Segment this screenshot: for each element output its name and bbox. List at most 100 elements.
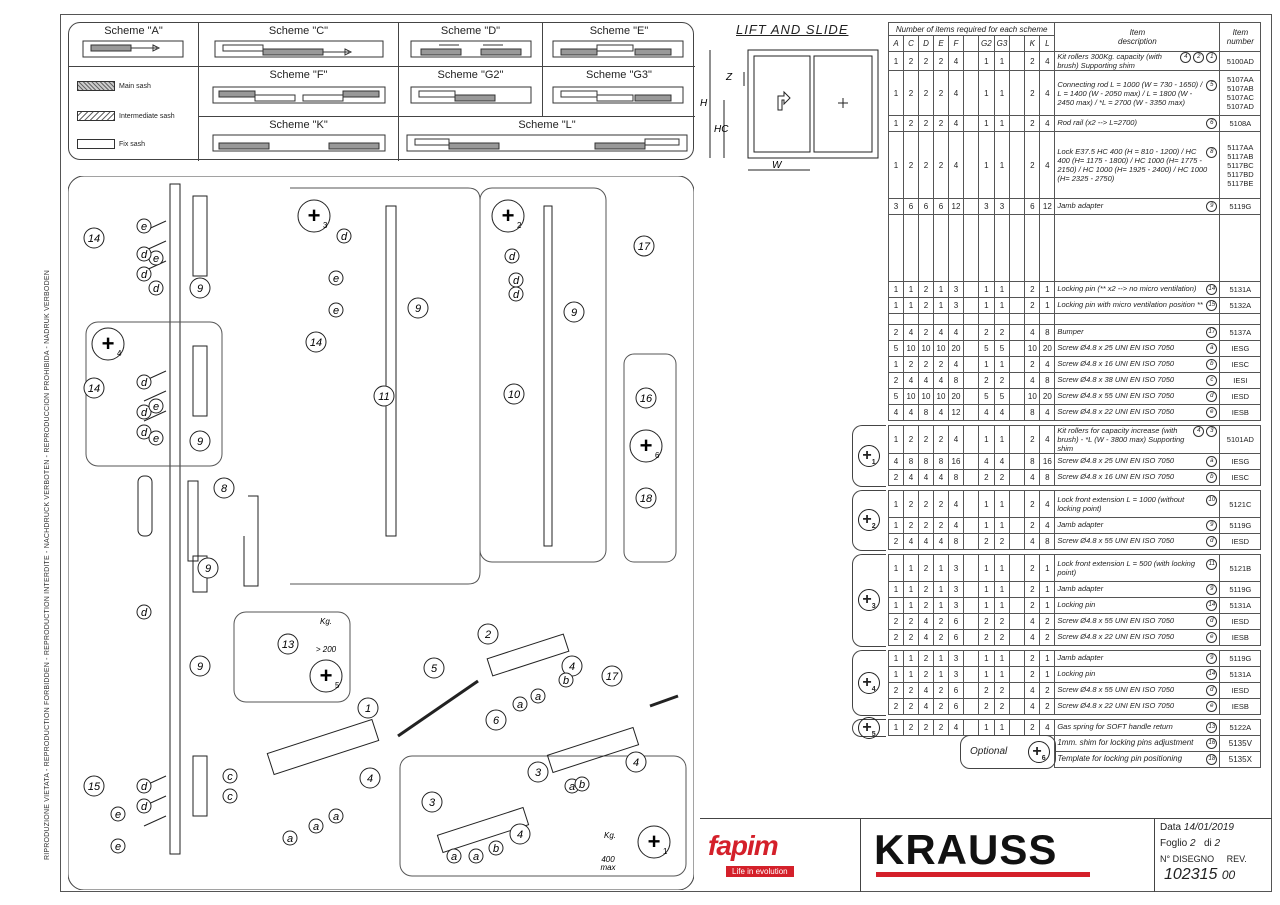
item-ref-icon: d [1206,616,1218,627]
callout-label: > 200 [316,645,337,654]
item-ref-icon: 4 [1193,426,1205,437]
item-ref-icon: 17 [1206,327,1218,338]
item-number: 5137A [1219,324,1262,341]
callout-circle-icon [527,761,549,783]
callout-label: 4 [569,661,575,673]
callout-label: 17 [606,671,619,683]
option-tag-icon [629,429,663,463]
callout-label: a [333,811,339,823]
group-box [852,553,886,647]
callout-label: 14 [310,337,322,349]
scheme-f: Scheme "F" [199,67,399,117]
callout-label: e [333,305,339,317]
callout-circle-icon [136,266,152,282]
krauss-logo: KRAUSS [874,826,1058,873]
item-ref-icon: a [1206,343,1218,354]
col-header: C [903,35,919,52]
optional-box [960,734,1056,769]
callout-circle-icon [421,791,443,813]
item-number: 5119G [1219,581,1262,598]
callout-circle-icon [601,665,623,687]
option-tag-icon [91,327,125,361]
callout-label: b [563,675,569,687]
callout-label: e [115,841,121,853]
callout-circle-icon [282,830,298,846]
drawing-number: 102315 00 [1164,866,1236,883]
callout-circle-icon [197,557,219,579]
scheme-l-icon [406,134,688,152]
col-header [963,35,979,52]
callout-label: d [141,801,148,813]
col-header: K [1024,35,1041,52]
callout-label: 6 [493,715,500,727]
callout-label: d [141,607,148,619]
col-header: L [1039,35,1056,52]
scheme-legend: Main sash Intermediate sash Fix sash [69,67,199,161]
callout-label: 9 [197,283,203,295]
scheme-f-icon [212,86,386,104]
callout-label: 4 [517,829,523,841]
item-number: IESC [1219,469,1262,486]
callout-label: e [153,253,159,265]
callout-circle-icon [83,377,105,399]
col-header: G3 [993,35,1011,52]
callout-circle-icon [222,768,238,784]
title-block [700,818,1272,893]
callout-label: e [115,809,121,821]
date-field: Data 14/01/2019 [1160,822,1234,833]
callout-circle-icon [468,848,484,864]
callout-label: a [451,851,457,863]
item-ref-icon: a [1206,456,1218,467]
callout-label: d [509,251,516,263]
item-number: 5100AD [1219,51,1262,71]
intermediate-sash-swatch [77,111,115,121]
callout-circle-icon [357,697,379,719]
option-tag-icon [491,199,525,233]
callout-circle-icon [213,477,235,499]
callout-label: Kg. [604,831,616,840]
callout-label: e [153,401,159,413]
callout-circle-icon [222,788,238,804]
item-ref-icon: 10 [1206,495,1218,506]
callout-label: d [141,427,148,439]
callout-label: d [141,249,148,261]
item-number: IESD [1219,388,1262,405]
item-number: 5121C [1219,490,1262,518]
item-ref-icon: 5 [1206,79,1218,91]
item-number: IESC [1219,356,1262,373]
parts-table: Number of items required for each scheme… [887,22,1262,768]
item-ref-icon: b [1206,472,1218,483]
item-number: IESD [1219,613,1262,630]
callout-label: a [473,851,479,863]
item-ref-icon: d [1206,685,1218,696]
item-number: 5101AD [1219,425,1262,454]
callout-label: 1 [365,703,371,715]
callout-circle-icon [477,623,499,645]
option-tag-label: + [102,331,115,356]
callout-label: d [141,407,148,419]
group-tag-icon: +5 [858,716,880,739]
callout-circle-icon [189,655,211,677]
callout-label: 4 [367,773,373,785]
callout-circle-icon [110,838,126,854]
callout-circle-icon [328,302,344,318]
col-header: G2 [978,35,995,52]
